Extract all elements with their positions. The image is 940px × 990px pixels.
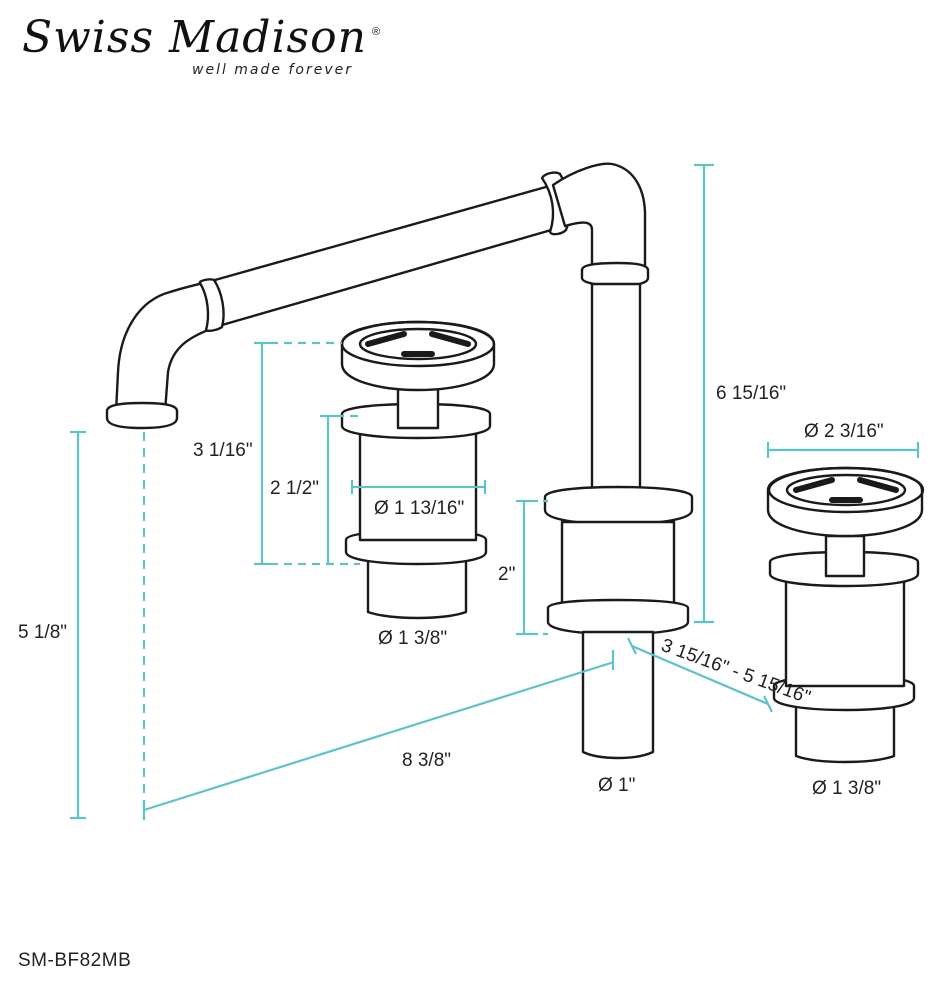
spout-shank: [581, 630, 655, 760]
right-handle-body: [784, 578, 906, 688]
registered-mark: ®: [372, 26, 381, 38]
right-handle-shank: [794, 700, 896, 764]
label-overall-height: 5 1/8": [18, 622, 67, 643]
left-handle-shank: [366, 558, 468, 620]
left-handle-stem: [396, 384, 440, 430]
dimension-lines: [70, 163, 920, 820]
label-right-shank-diameter: Ø 1 3/8": [812, 778, 881, 799]
faucet-outline: [105, 162, 925, 764]
model-number: SM-BF82MB: [18, 950, 132, 971]
spout-base-flange: [543, 485, 694, 526]
label-spout-height: 6 15/16": [716, 383, 786, 404]
brand-logo: Swiss Madison ® well made forever: [22, 12, 382, 82]
spout-vertical-pipe: [590, 282, 642, 512]
spout-top-elbow: [551, 162, 647, 277]
label-base-height: 2": [498, 564, 515, 585]
label-left-shank-diameter: Ø 1 3/8": [378, 628, 447, 649]
label-body-diameter: Ø 1 13/16": [374, 498, 464, 519]
label-reach: 8 3/8": [402, 750, 451, 771]
right-handle-stem: [824, 534, 866, 578]
label-handle-height: 3 1/16": [193, 440, 253, 461]
spout-left-collar: [198, 278, 225, 332]
spout-base-body: [560, 520, 676, 614]
spout-arm: [213, 183, 567, 327]
brand-tagline: well made forever: [192, 62, 353, 78]
spout-upper-ring: [580, 261, 650, 288]
label-body-height: 2 1/2": [270, 478, 319, 499]
brand-name: Swiss Madison: [22, 12, 367, 63]
spout-base-lower-flange: [546, 598, 690, 636]
label-handle-diameter: Ø 2 3/16": [804, 421, 884, 442]
label-spout-shank-diameter: Ø 1": [598, 775, 635, 796]
spout-tip: [105, 401, 179, 430]
